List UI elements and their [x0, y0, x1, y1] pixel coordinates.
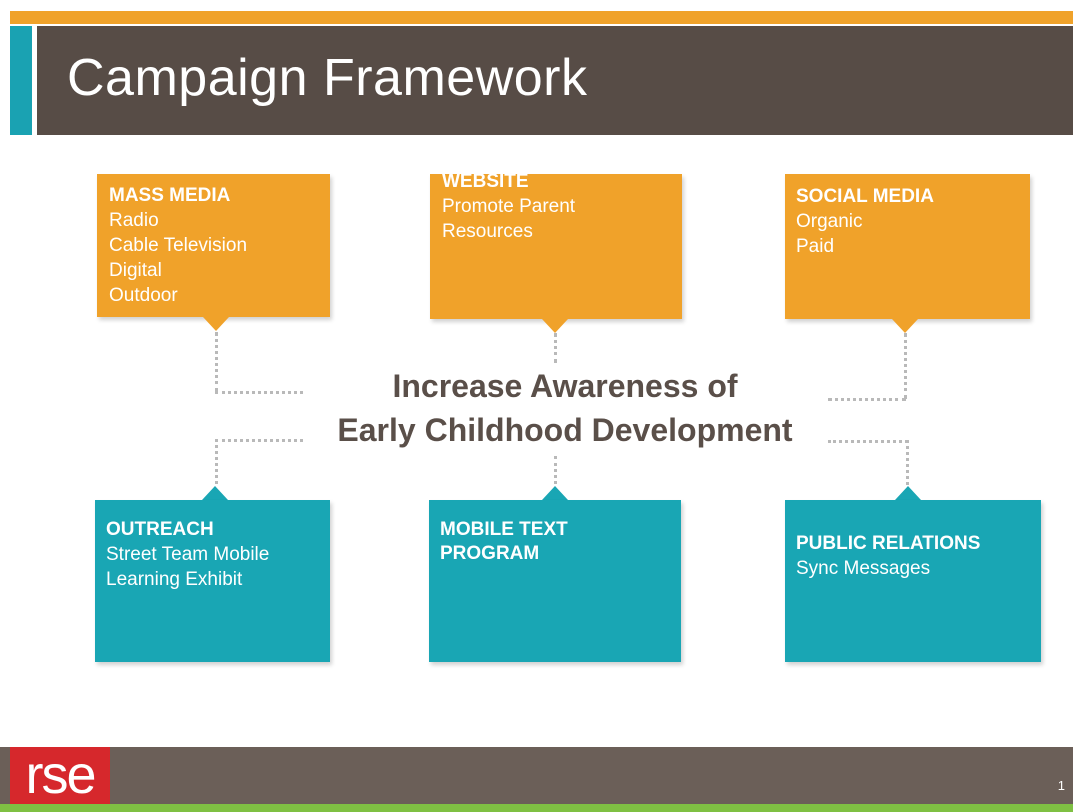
title-accent-stripe	[10, 26, 32, 135]
social-media-box: SOCIAL MEDIA Organic Paid	[785, 174, 1030, 319]
connector	[554, 333, 557, 363]
mobile-text-heading: PROGRAM	[440, 543, 540, 564]
central-goal: Increase Awareness of Early Childhood De…	[300, 364, 830, 452]
mobile-text-pointer	[542, 486, 568, 500]
outreach-heading: OUTREACH	[106, 519, 214, 540]
footer-accent-bar	[0, 804, 1073, 812]
mass-media-item: Cable Television	[109, 235, 248, 256]
public-relations-box: PUBLIC RELATIONS Sync Messages	[785, 500, 1041, 662]
central-goal-line: Increase Awareness of	[392, 368, 738, 404]
mass-media-pointer	[203, 317, 229, 331]
outreach-pointer	[202, 486, 228, 500]
top-accent-bar	[10, 11, 1073, 24]
mass-media-box: MASS MEDIA Radio Cable Television Digita…	[97, 174, 330, 317]
social-media-heading: SOCIAL MEDIA	[796, 186, 934, 207]
mass-media-item: Outdoor	[109, 285, 178, 306]
page-number: 1	[1057, 778, 1065, 793]
public-relations-heading: PUBLIC RELATIONS	[796, 533, 981, 554]
connector	[828, 398, 906, 401]
outreach-item: Street Team Mobile	[106, 544, 270, 565]
footer-band	[0, 747, 1073, 804]
mass-media-item: Radio	[109, 210, 159, 231]
public-relations-pointer	[895, 486, 921, 500]
outreach-box: OUTREACH Street Team Mobile Learning Exh…	[95, 500, 330, 662]
connector	[215, 332, 218, 392]
public-relations-item: Sync Messages	[796, 558, 931, 579]
title-band	[37, 26, 1073, 135]
connector	[828, 440, 908, 443]
website-item: Resources	[442, 221, 533, 242]
connector	[906, 440, 909, 485]
mobile-text-heading: MOBILE TEXT	[440, 519, 568, 540]
social-media-pointer	[892, 319, 918, 333]
outreach-item: Learning Exhibit	[106, 569, 243, 590]
mobile-text-box: MOBILE TEXT PROGRAM	[429, 500, 681, 662]
website-box: WEBSITE Promote Parent Resources	[430, 171, 682, 319]
website-heading: WEBSITE	[442, 171, 529, 192]
rse-logo: rse	[10, 747, 110, 804]
social-media-item: Paid	[796, 236, 835, 257]
website-pointer	[542, 319, 568, 333]
connector	[215, 439, 218, 484]
website-item: Promote Parent	[442, 196, 576, 217]
social-media-item: Organic	[796, 211, 863, 232]
connector	[215, 439, 303, 442]
mass-media-item: Digital	[109, 260, 162, 281]
mass-media-heading: MASS MEDIA	[109, 185, 231, 206]
connector	[904, 333, 907, 399]
connector	[554, 456, 557, 484]
central-goal-line: Early Childhood Development	[337, 412, 793, 448]
slide-title: Campaign Framework	[67, 49, 588, 107]
connector	[215, 391, 303, 394]
